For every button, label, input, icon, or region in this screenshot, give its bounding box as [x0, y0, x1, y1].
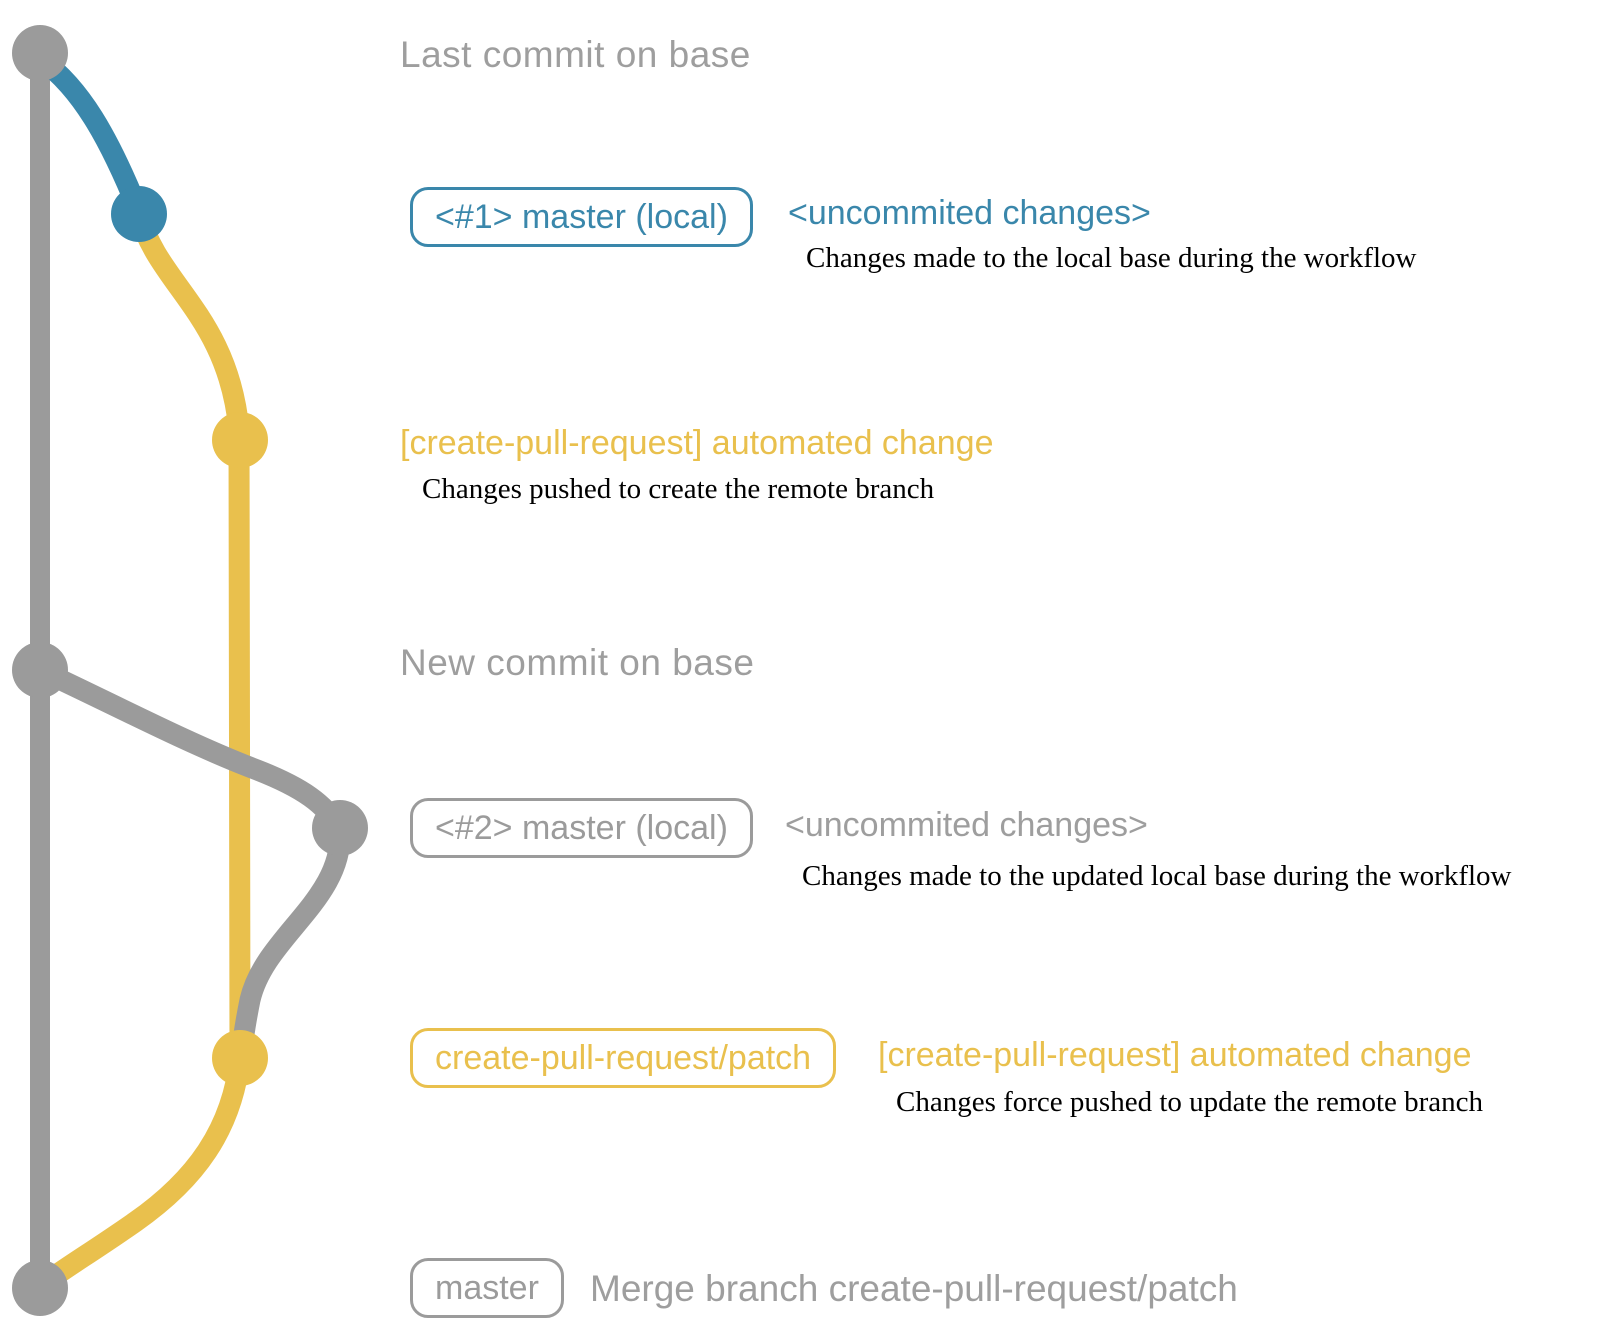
commit-node-new-base — [12, 642, 68, 698]
branch-curve-patch-merge — [31, 1047, 251, 1296]
branch-curve-local-1 — [31, 49, 150, 223]
annotation-last-commit-on-base: Last commit on base — [400, 34, 751, 75]
annotation-automated-change-2: [create-pull-request] automated change — [878, 1036, 1472, 1074]
branch-curve-local-2 — [29, 659, 351, 839]
commit-node-merge — [12, 1260, 68, 1316]
description-local-changes-1: Changes made to the local base during th… — [806, 242, 1417, 274]
branch-curve-patch — [128, 211, 251, 1059]
commit-node-local-2 — [312, 800, 368, 856]
commit-node-patch-2 — [212, 1030, 268, 1086]
commit-node-local-1 — [111, 186, 167, 242]
branch-curve-force-push — [231, 817, 351, 1063]
branch-badge-patch: create-pull-request/patch — [410, 1028, 837, 1088]
annotation-merge-branch: Merge branch create-pull-request/patch — [590, 1268, 1238, 1309]
commit-node-patch-1 — [212, 412, 268, 468]
branch-badge-master-local-2: <#2> master (local) — [410, 798, 753, 858]
annotation-uncommited-changes-1: <uncommited changes> — [788, 194, 1151, 232]
annotation-automated-change-1: [create-pull-request] automated change — [400, 424, 994, 462]
description-local-changes-2: Changes made to the updated local base d… — [802, 860, 1512, 892]
annotation-new-commit-on-base: New commit on base — [400, 642, 755, 683]
commit-node-last-base — [12, 25, 68, 81]
annotation-uncommited-changes-2: <uncommited changes> — [785, 806, 1148, 844]
branch-badge-master: master — [410, 1258, 564, 1318]
description-push-create-branch: Changes pushed to create the remote bran… — [422, 473, 935, 505]
branch-badge-master-local-1: <#1> master (local) — [410, 187, 753, 247]
commit-graph — [12, 25, 368, 1316]
description-force-push-update: Changes force pushed to update the remot… — [896, 1086, 1484, 1118]
